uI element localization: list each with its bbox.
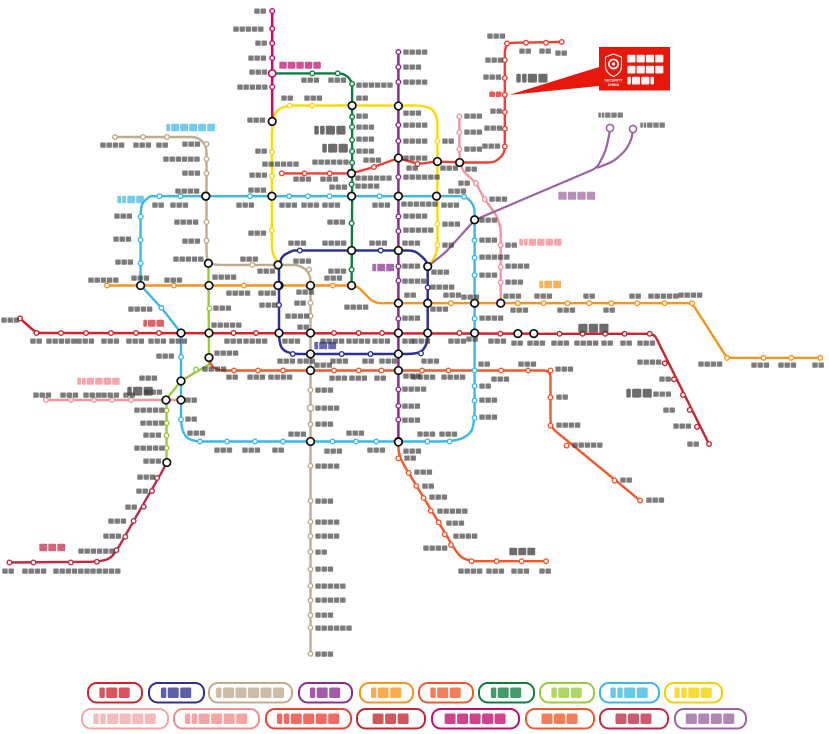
svg-text:SECURITY: SECURITY (604, 79, 623, 83)
svg-text:CHINA: CHINA (608, 83, 620, 87)
